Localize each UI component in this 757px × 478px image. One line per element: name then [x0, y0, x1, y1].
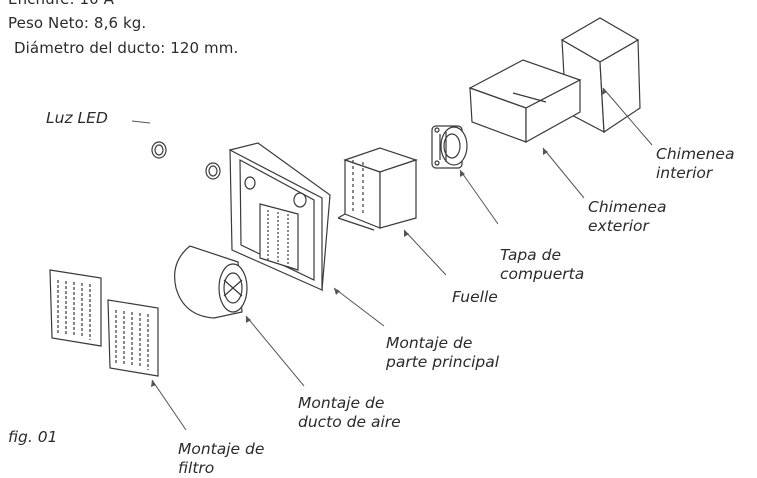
leader-bellows [403, 229, 447, 276]
label-outer-chimney-line2: exterior [588, 217, 649, 235]
label-outer-chimney-line1: Chimenea [588, 198, 667, 216]
main-body-part [229, 142, 331, 292]
leader-inner-chimney [602, 87, 653, 146]
filter-left-part [49, 269, 102, 347]
label-main-body-line1: Montaje de [386, 334, 473, 352]
label-damper-cover-line1: Tapa de [500, 246, 561, 264]
spec-plug: Enchufe: 10 A [8, 0, 114, 8]
damper-cover-part [431, 125, 468, 169]
leader-lines [131, 87, 653, 431]
outer-chimney-part [468, 59, 582, 144]
label-filter-line1: Montaje de [178, 440, 265, 458]
filter-right-part [107, 299, 159, 377]
label-inner-chimney: Chimenea interior [656, 145, 734, 183]
label-inner-chimney-line1: Chimenea [656, 145, 735, 163]
label-led-light: Luz LED [46, 109, 108, 127]
label-inner-chimney-line2: interior [656, 164, 713, 182]
small-ring-part [205, 162, 221, 180]
spec-net-weight: Peso Neto: 8,6 kg. [8, 14, 147, 32]
leader-air-duct [245, 315, 305, 387]
label-outer-chimney: Chimenea exterior [588, 198, 666, 236]
leader-filter [151, 379, 187, 431]
label-bellows: Fuelle [452, 288, 498, 306]
led-light-part [151, 141, 167, 159]
leader-damper [459, 169, 499, 225]
spec-duct-diameter: Diámetro del ducto: 120 mm. [14, 39, 239, 57]
leader-outer-chimney [542, 147, 585, 199]
label-main-body-assembly: Montaje de parte principal [386, 334, 499, 372]
leader-arrowheads [151, 88, 607, 387]
label-filter-line2: filtro [178, 459, 215, 477]
label-filter-assembly: Montaje de filtro [178, 440, 264, 478]
air-duct-part [174, 245, 248, 319]
label-air-duct-line2: ducto de aire [298, 413, 401, 431]
bellows-part [337, 147, 418, 231]
leader-main-body [333, 287, 385, 327]
figure-label: fig. 01 [8, 428, 58, 446]
label-damper-cover: Tapa de compuerta [500, 246, 584, 284]
label-air-duct-assembly: Montaje de ducto de aire [298, 394, 401, 432]
label-air-duct-line1: Montaje de [298, 394, 385, 412]
leader-led [131, 120, 151, 124]
label-main-body-line2: parte principal [386, 353, 500, 371]
label-damper-cover-line2: compuerta [500, 265, 585, 283]
